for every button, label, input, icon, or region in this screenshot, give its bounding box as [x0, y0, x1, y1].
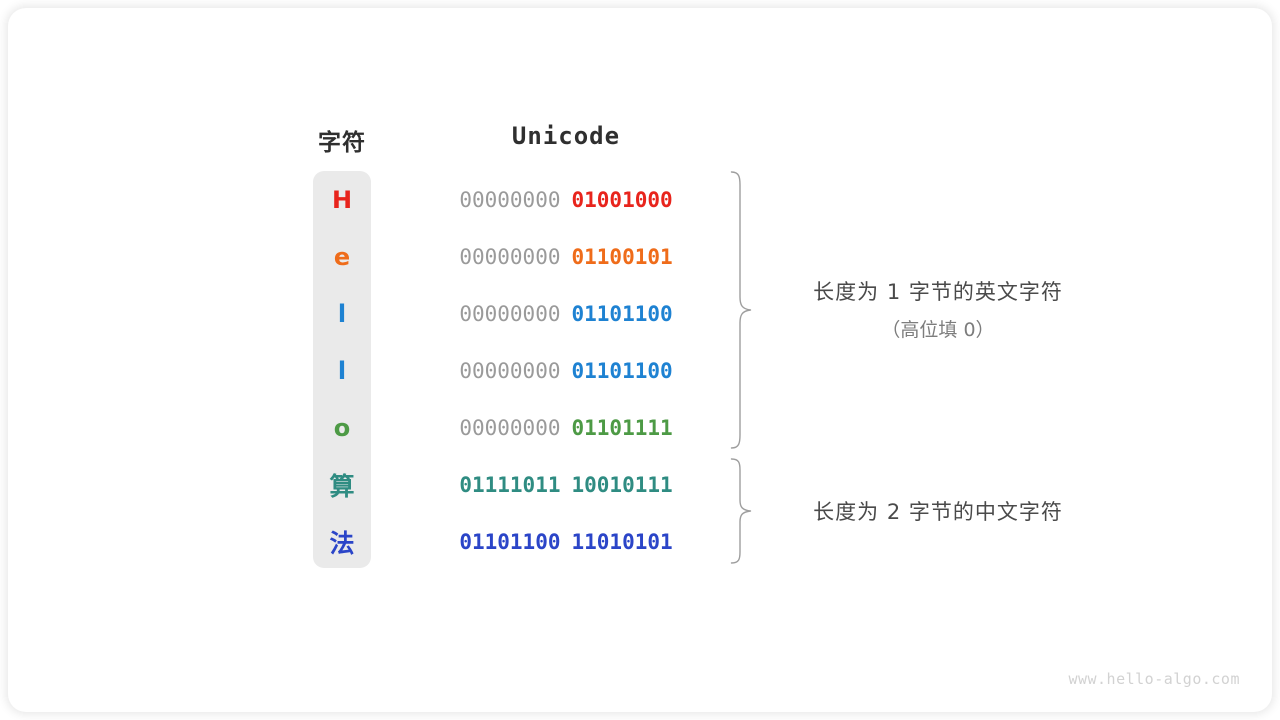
annotation-english-sub: （高位填 0） [881, 319, 995, 341]
low-byte: 11010101 [571, 530, 673, 554]
low-byte: 10010111 [571, 473, 673, 497]
character-cell: l [337, 299, 347, 328]
low-byte: 01101100 [571, 359, 673, 383]
low-byte: 01101100 [571, 302, 673, 326]
low-byte: 01100101 [571, 245, 673, 269]
binary-row: 00000000 01101100 [440, 297, 692, 331]
column-header-character: 字符 [318, 129, 366, 155]
character-cell: H [331, 185, 353, 214]
binary-row: 00000000 01101111 [440, 411, 692, 445]
character-cell: 法 [329, 528, 355, 558]
annotation-chinese: 长度为 2 字节的中文字符 [778, 496, 1098, 526]
annotation-chinese-main: 长度为 2 字节的中文字符 [813, 500, 1063, 524]
group-brace-english [730, 171, 752, 449]
high-byte: 00000000 [459, 188, 561, 212]
watermark: www.hello-algo.com [1068, 670, 1240, 688]
binary-row: 00000000 01001000 [440, 183, 692, 217]
high-byte: 01111011 [459, 473, 561, 497]
figure-card: 字符 Unicode H e l l o 算 法 00000000 0100100… [8, 8, 1272, 712]
binary-row: 01101100 11010101 [440, 525, 692, 559]
annotation-english: 长度为 1 字节的英文字符 （高位填 0） [778, 276, 1098, 342]
low-byte: 01101111 [571, 416, 673, 440]
low-byte: 01001000 [571, 188, 673, 212]
high-byte: 00000000 [459, 302, 561, 326]
character-column: H e l l o 算 法 [313, 171, 371, 568]
character-cell: l [337, 356, 347, 385]
high-byte: 00000000 [459, 416, 561, 440]
binary-row: 01111011 10010111 [440, 468, 692, 502]
character-cell: o [333, 413, 351, 442]
binary-row: 00000000 01100101 [440, 240, 692, 274]
high-byte: 00000000 [459, 359, 561, 383]
binary-row: 00000000 01101100 [440, 354, 692, 388]
high-byte: 00000000 [459, 245, 561, 269]
character-cell: e [333, 242, 351, 271]
high-byte: 01101100 [459, 530, 561, 554]
group-brace-chinese [730, 458, 752, 564]
character-cell: 算 [329, 471, 355, 501]
column-header-unicode: Unicode [511, 122, 621, 150]
annotation-english-main: 长度为 1 字节的英文字符 [813, 280, 1063, 304]
